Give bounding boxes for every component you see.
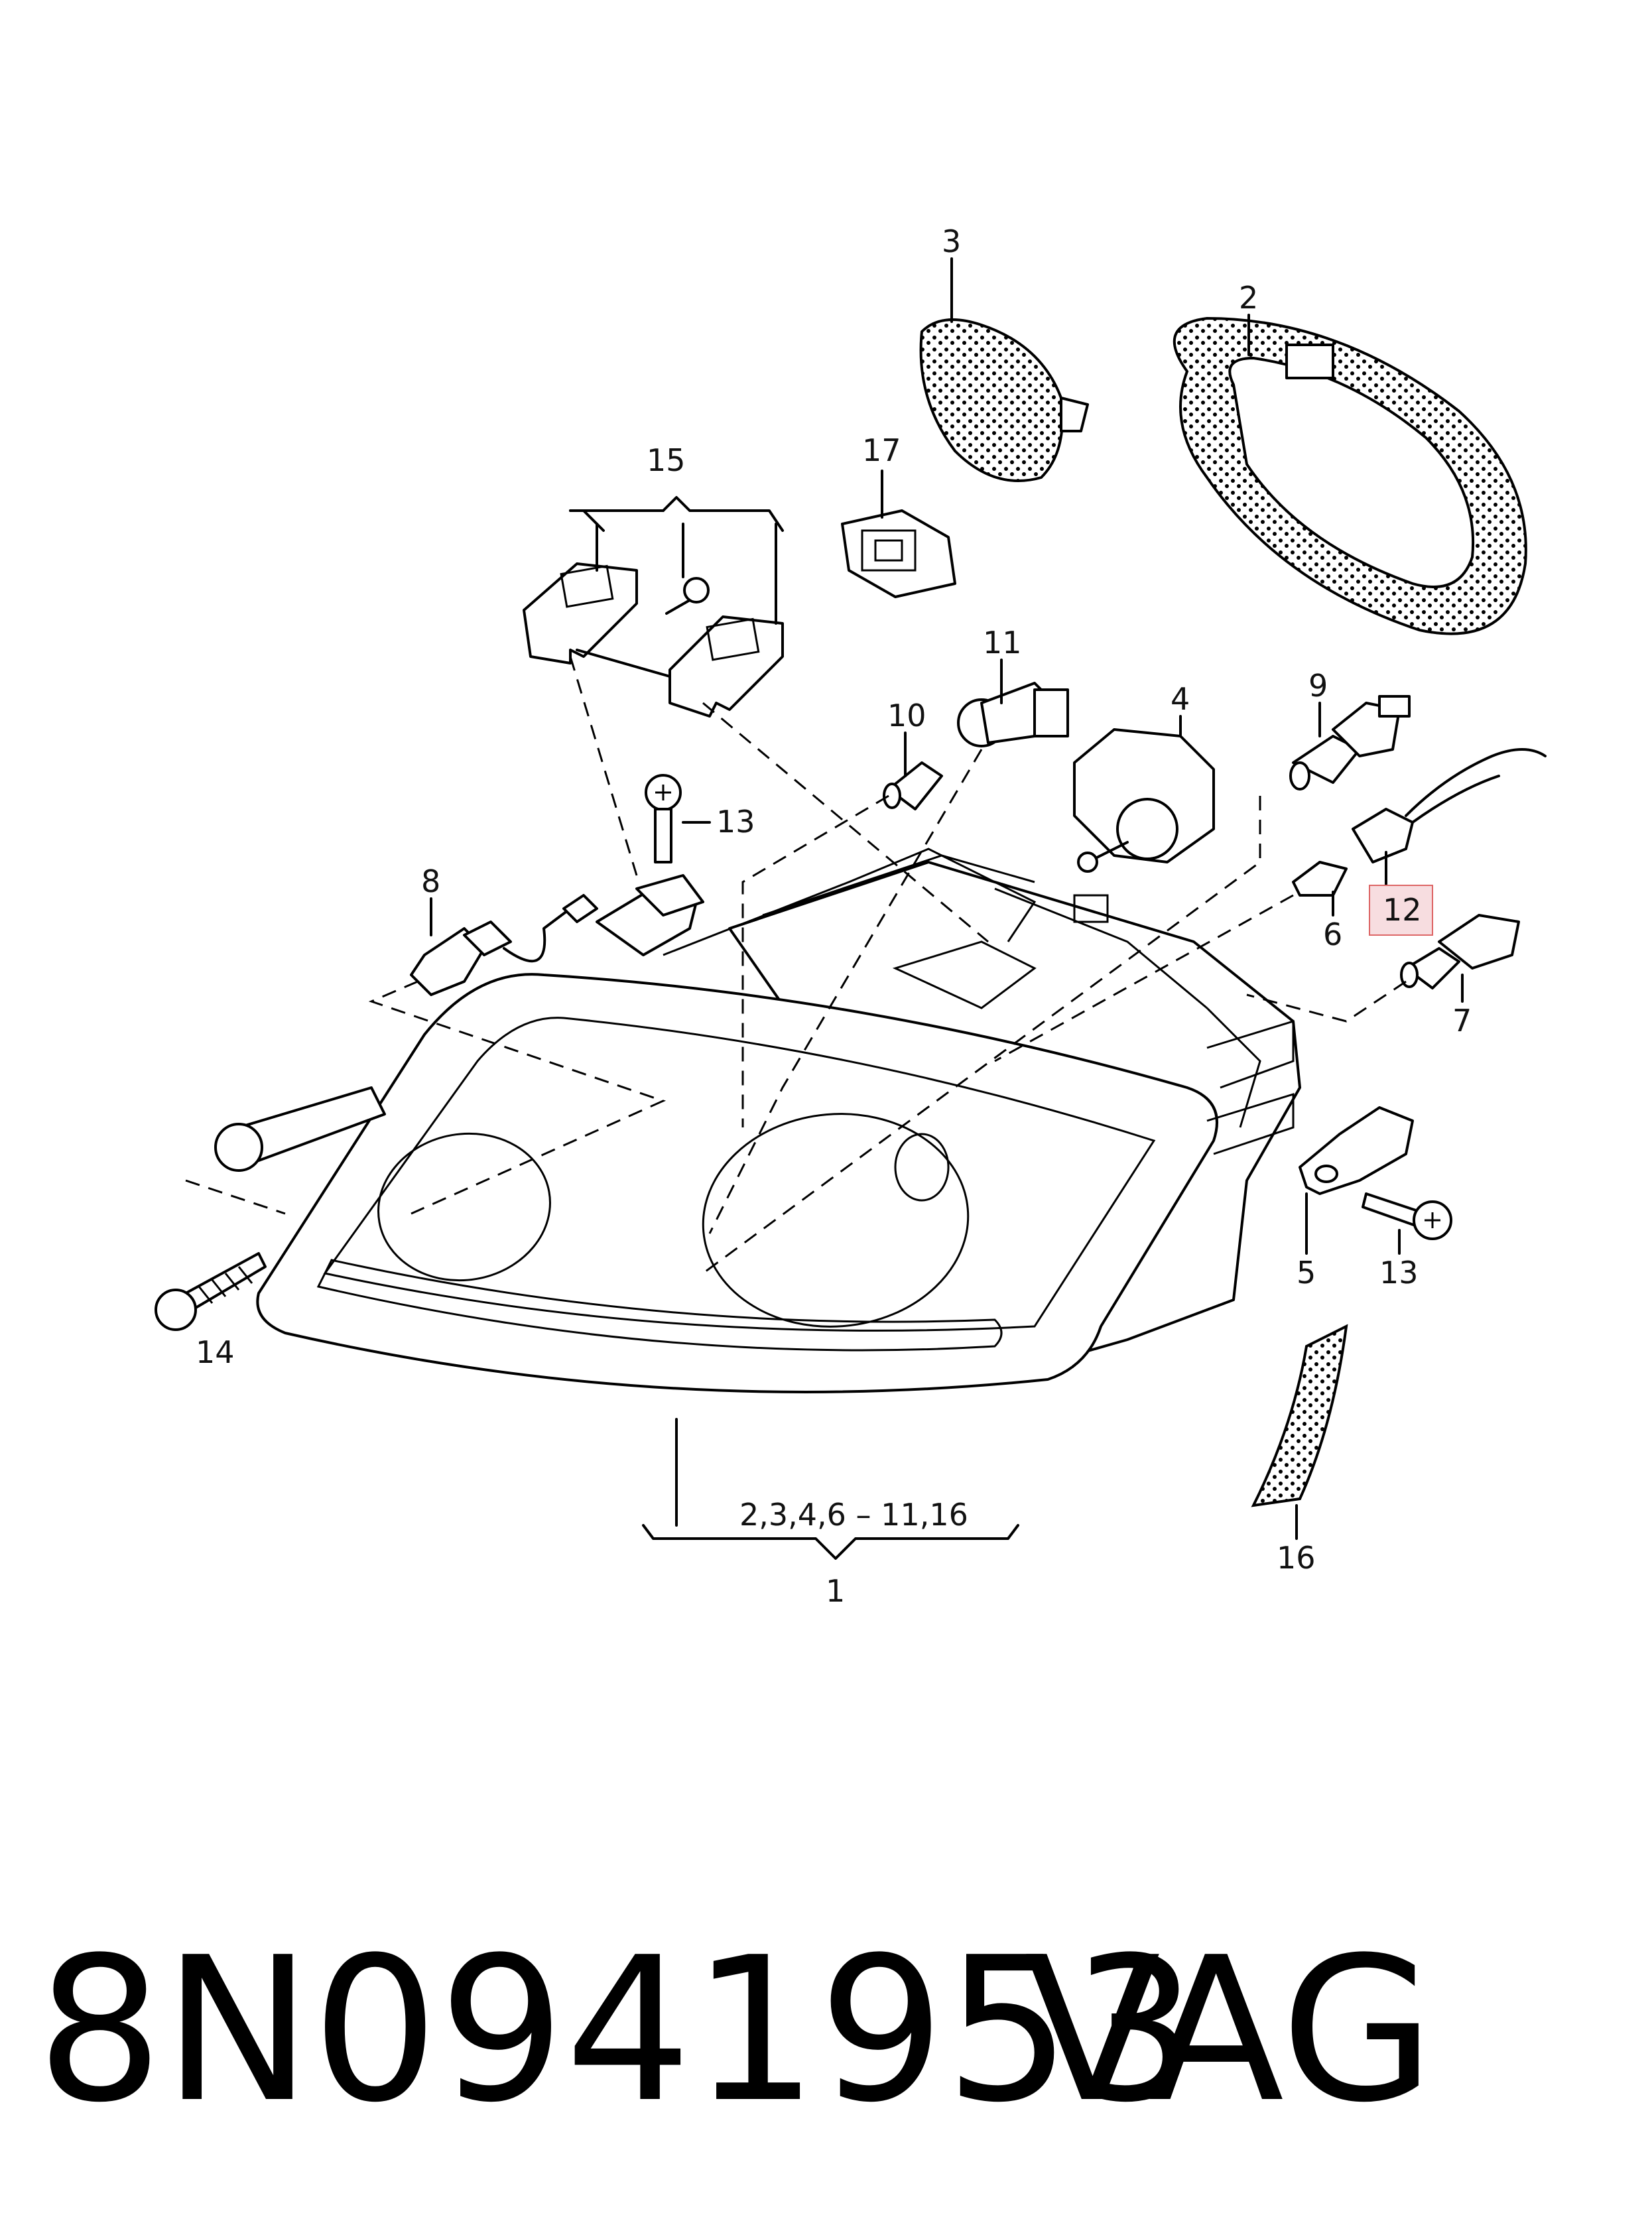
callout-6: 6	[1323, 917, 1342, 952]
part-12-wire-connector	[1352, 748, 1547, 863]
callout-7: 7	[1452, 1003, 1472, 1039]
part-13-screw-lower	[1362, 1192, 1452, 1240]
callout-8: 8	[421, 863, 440, 899]
leader-lines	[430, 257, 1464, 1560]
callout-13-upper: 13	[716, 804, 755, 840]
callout-5: 5	[1297, 1255, 1316, 1291]
assembly-dash-lines	[185, 656, 1407, 1275]
part-number: 8N0941953	[36, 1915, 1198, 2146]
part-6-wedge-bulb	[1292, 861, 1348, 897]
part-13-screw-upper	[635, 774, 704, 917]
callout-1: 1	[826, 1573, 845, 1609]
part-14-bolt	[155, 1252, 267, 1331]
callout-9: 9	[1308, 668, 1328, 704]
part-11-bulb-socket	[957, 682, 1069, 747]
callout-16: 16	[1277, 1540, 1316, 1576]
part-2-gasket	[1173, 316, 1527, 635]
callout-12: 12	[1383, 892, 1422, 928]
callout-labels: 3 2 15 17 11 10 4 9 13 8 12 6 7 5 13 14 …	[196, 223, 1472, 1609]
callout-10: 10	[887, 698, 926, 733]
callout-11: 11	[983, 625, 1022, 661]
callout-3: 3	[942, 223, 961, 259]
part-16-trim-strip	[1251, 1324, 1348, 1507]
part-15-brackets	[523, 562, 784, 718]
highlight-box-12	[1369, 885, 1433, 936]
callout-4: 4	[1171, 681, 1190, 717]
part-4-leveling-motor	[1073, 728, 1215, 873]
callout-15: 15	[647, 442, 686, 478]
callout-2: 2	[1239, 280, 1258, 316]
part-10-small-bulb	[883, 761, 943, 810]
part-3-cover-cap	[919, 318, 1089, 482]
part-17-connector	[841, 509, 956, 598]
part-9-main-bulb	[1289, 695, 1411, 791]
brand-name: VAG	[1025, 1915, 1434, 2146]
part-8-socket-wire	[410, 894, 598, 996]
callout-13-lower: 13	[1379, 1255, 1419, 1291]
part-5-bracket	[1299, 1106, 1414, 1195]
headlight-housing	[214, 848, 1301, 1393]
callout-17: 17	[862, 432, 901, 468]
callout-1-group: 2,3,4,6 – 11,16	[739, 1497, 968, 1533]
callout-14: 14	[196, 1334, 235, 1370]
